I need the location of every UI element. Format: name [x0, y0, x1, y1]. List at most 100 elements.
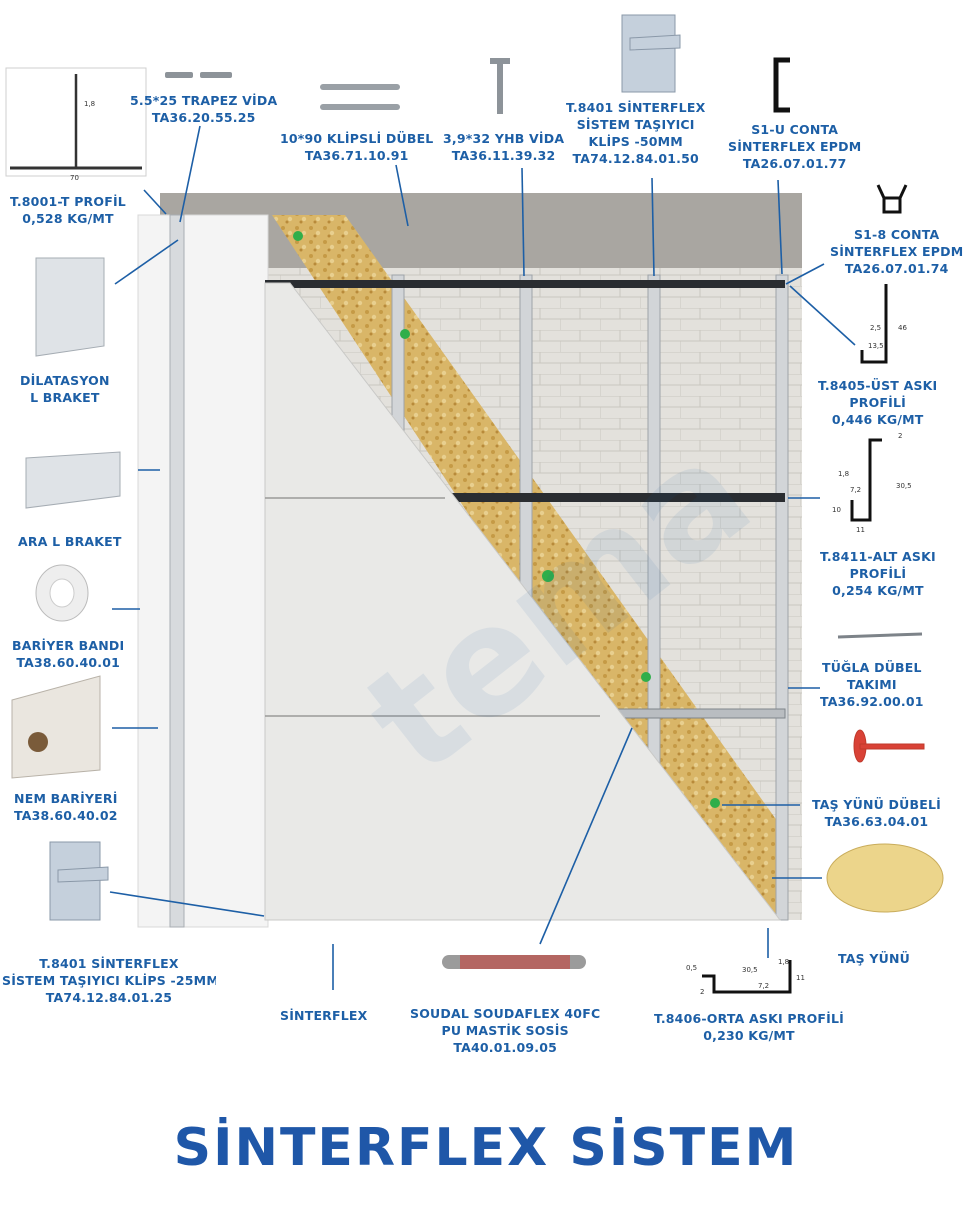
label-t8405: T.8405-ÜST ASKI PROFİLİ 0,446 KG/MT: [818, 377, 937, 428]
label-bariyer-bandi: BARİYER BANDI TA38.60.40.01: [12, 637, 124, 671]
t8405-dim-3: 13,5: [868, 342, 884, 350]
yhb-screw-icon: [490, 58, 510, 114]
label-yhb-vida: 3,9*32 YHB VİDA TA36.11.39.32: [443, 130, 564, 164]
label-t8401-25: T.8401 SİNTERFLEX SİSTEM TAŞIYICI KLİPS …: [2, 955, 216, 1006]
t8001-profile-icon: 1,8 70: [5, 67, 147, 182]
klipsli-dubel-name: 10*90 KLİPSLİ DÜBEL: [280, 131, 434, 146]
t8405-dim-1: 2,5: [870, 324, 881, 332]
t8405-weight: 0,446 KG/MT: [831, 412, 924, 427]
yhb-vida-name: 3,9*32 YHB VİDA: [443, 131, 565, 146]
t8406-weight: 0,230 KG/MT: [703, 1028, 795, 1043]
trapez-screw-icon: [165, 72, 232, 78]
leader-lines: [109, 125, 856, 990]
t8406-dim-6: 11: [796, 974, 805, 982]
s18-name: S1-8 CONTA: [853, 227, 940, 242]
label-sinterflex: SİNTERFLEX: [280, 1007, 368, 1024]
t8405-line-2: PROFİLİ: [849, 395, 907, 410]
t8001-dim-2: 70: [70, 174, 79, 182]
label-dilatasyon: DİLATASYON L BRAKET: [20, 372, 110, 406]
klipsli-dubel-icon: [320, 84, 400, 110]
label-tas-yunu: TAŞ YÜNÜ: [838, 950, 910, 967]
label-tas-yunu-dubeli: TAŞ YÜNÜ DÜBELİ TA36.63.04.01: [812, 796, 941, 830]
ara-l-bracket-icon: [25, 451, 121, 509]
t8405-dim-2: 46: [898, 324, 907, 332]
label-t8406: T.8406-ORTA ASKI PROFİLİ 0,230 KG/MT: [654, 1010, 844, 1044]
s1u-name: S1-U CONTA: [751, 122, 839, 137]
t8001-weight: 0,528 KG/MT: [22, 211, 114, 226]
t8405-profile-icon: 2,5 46 13,5: [860, 284, 907, 364]
page-title: SİNTERFLEX SİSTEM: [173, 1118, 799, 1178]
t8411-line-1: T.8411-ALT ASKI: [820, 549, 936, 564]
nem-bariyeri-name: NEM BARİYERİ: [14, 791, 118, 806]
label-t8411: T.8411-ALT ASKI PROFİLİ 0,254 KG/MT: [820, 548, 936, 599]
t8406-line-1: T.8406-ORTA ASKI PROFİLİ: [654, 1011, 845, 1026]
label-soudal: SOUDAL SOUDAFLEX 40FC PU MASTİK SOSİS TA…: [410, 1005, 600, 1056]
t8401-50-code: TA74.12.84.01.50: [572, 151, 699, 166]
t8406-dim-4: 2: [700, 988, 704, 996]
label-ara-l-braket: ARA L BRAKET: [18, 533, 122, 550]
tas-yunu-dubeli-name: TAŞ YÜNÜ DÜBELİ: [812, 797, 941, 812]
s18-material: SİNTERFLEX EPDM: [830, 244, 964, 259]
label-s18-conta: S1-8 CONTA SİNTERFLEX EPDM TA26.07.01.74: [830, 226, 963, 277]
t8411-line-2: PROFİLİ: [849, 566, 907, 581]
t8406-dim-1: 30,5: [742, 966, 758, 974]
yhb-vida-code: TA36.11.39.32: [451, 148, 556, 163]
soudal-line-2: PU MASTİK SOSİS: [441, 1023, 569, 1038]
t8411-dim-1: 2: [898, 432, 902, 440]
t8411-weight: 0,254 KG/MT: [832, 583, 924, 598]
moisture-barrier-roll-icon: [11, 675, 101, 779]
t8411-dim-2: 30,5: [896, 482, 912, 490]
soudal-line-1: SOUDAL SOUDAFLEX 40FC: [410, 1006, 601, 1021]
t8401-50-clip-icon: [621, 14, 681, 93]
s1u-material: SİNTERFLEX EPDM: [728, 139, 862, 154]
t8406-dim-2: 1,8: [778, 958, 789, 966]
label-t8401-50: T.8401 SİNTERFLEX SİSTEM TAŞIYICI KLİPS …: [566, 99, 705, 167]
t8401-50-line-3: KLİPS -50MM: [588, 134, 683, 149]
label-nem-bariyeri: NEM BARİYERİ TA38.60.40.02: [14, 790, 118, 824]
mastic-sausage-icon: [442, 955, 586, 969]
bariyer-bandi-code: TA38.60.40.01: [16, 655, 120, 670]
label-tugla-dubel: TÜĞLA DÜBEL TAKIMI TA36.92.00.01: [820, 659, 924, 710]
s18-gasket-icon: [876, 184, 908, 214]
t8401-25-code: TA74.12.84.01.25: [45, 990, 173, 1005]
s18-code: TA26.07.01.74: [844, 261, 949, 276]
dilatasyon-bracket-icon: [35, 257, 105, 357]
trapez-name: 5.5*25 TRAPEZ VİDA: [130, 93, 278, 108]
label-s1u-conta: S1-U CONTA SİNTERFLEX EPDM TA26.07.01.77: [728, 121, 861, 172]
soudal-code: TA40.01.09.05: [453, 1040, 557, 1055]
dilatasyon-line-2: L BRAKET: [30, 390, 100, 405]
klipsli-dubel-code: TA36.71.10.91: [304, 148, 409, 163]
tugla-dubel-line-1: TÜĞLA DÜBEL: [821, 660, 922, 675]
label-t8001-profile: T.8001-T PROFİL 0,528 KG/MT: [10, 193, 126, 227]
stone-wool-roll-icon: [826, 843, 944, 913]
t8001-name: T.8001-T PROFİL: [10, 194, 126, 209]
s1u-gasket-icon: [773, 57, 790, 113]
s1u-code: TA26.07.01.77: [742, 156, 847, 171]
t8401-25-clip-icon: [49, 841, 109, 921]
label-trapez-vida: 5.5*25 TRAPEZ VİDA TA36.20.55.25: [130, 92, 277, 126]
t8406-dim-5: 7,2: [758, 982, 769, 990]
sinterflex-name: SİNTERFLEX: [280, 1008, 368, 1023]
tas-yunu-name: TAŞ YÜNÜ: [838, 951, 910, 966]
wool-dowel-dots: [293, 231, 720, 808]
trapez-code: TA36.20.55.25: [151, 110, 256, 125]
t8405-line-1: T.8405-ÜST ASKI: [818, 378, 938, 393]
t8401-50-line-1: T.8401 SİNTERFLEX: [566, 100, 706, 115]
barrier-tape-icon: [35, 564, 89, 622]
wool-dowel-icon: [853, 729, 925, 763]
t8411-dim-3: 1,8: [838, 470, 849, 478]
brick-dowel-icon: [837, 632, 923, 639]
bariyer-bandi-name: BARİYER BANDI: [12, 638, 125, 653]
tas-yunu-dubeli-code: TA36.63.04.01: [824, 814, 929, 829]
tugla-dubel-line-2: TAKIMI: [846, 677, 897, 692]
t8411-profile-icon: 2 30,5 1,8 7,2 10 11: [832, 432, 912, 534]
left-post: [169, 214, 185, 928]
sinterflex-panels: [264, 282, 782, 921]
t8401-25-line-1: T.8401 SİNTERFLEX: [39, 956, 179, 971]
nem-bariyeri-code: TA38.60.40.02: [14, 808, 118, 823]
t8411-dim-4: 7,2: [850, 486, 861, 494]
t8401-25-line-2: SİSTEM TAŞIYICI KLİPS -25MM: [2, 973, 216, 988]
t8411-dim-5: 10: [832, 506, 841, 514]
t8001-dim-1: 1,8: [84, 100, 95, 108]
